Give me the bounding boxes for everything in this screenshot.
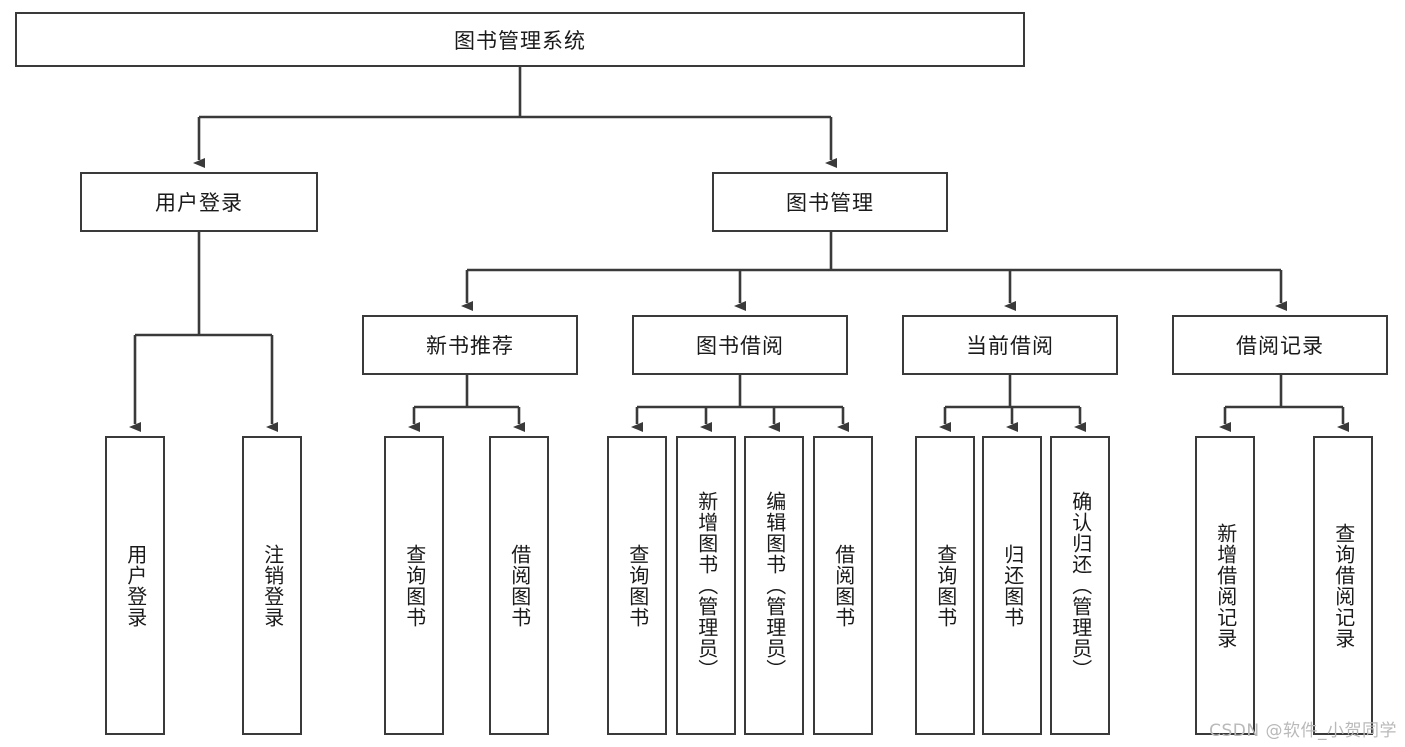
node-label: 查询借阅记录 [1331, 522, 1356, 649]
leaf-borrow-borrow-book[interactable]: 借阅图书 [813, 436, 873, 735]
node-label: 归还图书 [1000, 543, 1025, 628]
node-user-login[interactable]: 用户登录 [80, 172, 318, 232]
leaf-record-add-record[interactable]: 新增借阅记录 [1195, 436, 1255, 735]
node-borrow-record[interactable]: 借阅记录 [1172, 315, 1388, 375]
leaf-newbook-query-book[interactable]: 查询图书 [384, 436, 444, 735]
node-label: 新增图书（管理员） [694, 491, 719, 680]
node-label: 图书管理 [786, 191, 874, 215]
node-label: 查询图书 [625, 543, 650, 628]
leaf-borrow-query-book[interactable]: 查询图书 [607, 436, 667, 735]
node-label: 新增借阅记录 [1213, 522, 1238, 649]
leaf-current-query-book[interactable]: 查询图书 [915, 436, 975, 735]
node-label: 借阅图书 [507, 543, 532, 628]
node-label: 借阅记录 [1236, 334, 1324, 358]
node-label: 图书管理系统 [454, 28, 586, 53]
node-label: 新书推荐 [426, 334, 514, 358]
leaf-newbook-borrow-book[interactable]: 借阅图书 [489, 436, 549, 735]
node-label: 用户登录 [123, 543, 148, 628]
node-root-system[interactable]: 图书管理系统 [15, 12, 1025, 67]
node-label: 确认归还（管理员） [1068, 491, 1093, 680]
node-current-borrow[interactable]: 当前借阅 [902, 315, 1118, 375]
node-new-book-recommend[interactable]: 新书推荐 [362, 315, 578, 375]
leaf-user-login-login[interactable]: 用户登录 [105, 436, 165, 735]
node-label: 查询图书 [933, 543, 958, 628]
node-label: 图书借阅 [696, 334, 784, 358]
leaf-current-confirm-return[interactable]: 确认归还（管理员） [1050, 436, 1110, 735]
node-label: 查询图书 [402, 543, 427, 628]
node-label: 借阅图书 [831, 543, 856, 628]
leaf-record-query-record[interactable]: 查询借阅记录 [1313, 436, 1373, 735]
node-book-manage[interactable]: 图书管理 [712, 172, 948, 232]
node-label: 用户登录 [155, 191, 243, 215]
leaf-borrow-add-book[interactable]: 新增图书（管理员） [676, 436, 736, 735]
node-label: 注销登录 [260, 543, 285, 628]
leaf-current-return-book[interactable]: 归还图书 [982, 436, 1042, 735]
watermark-text: CSDN @软件_小贺同学 [1209, 721, 1397, 741]
leaf-user-login-logout[interactable]: 注销登录 [242, 436, 302, 735]
leaf-borrow-edit-book[interactable]: 编辑图书（管理员） [744, 436, 804, 735]
node-book-borrow[interactable]: 图书借阅 [632, 315, 848, 375]
node-label: 当前借阅 [966, 334, 1054, 358]
node-label: 编辑图书（管理员） [762, 491, 787, 680]
